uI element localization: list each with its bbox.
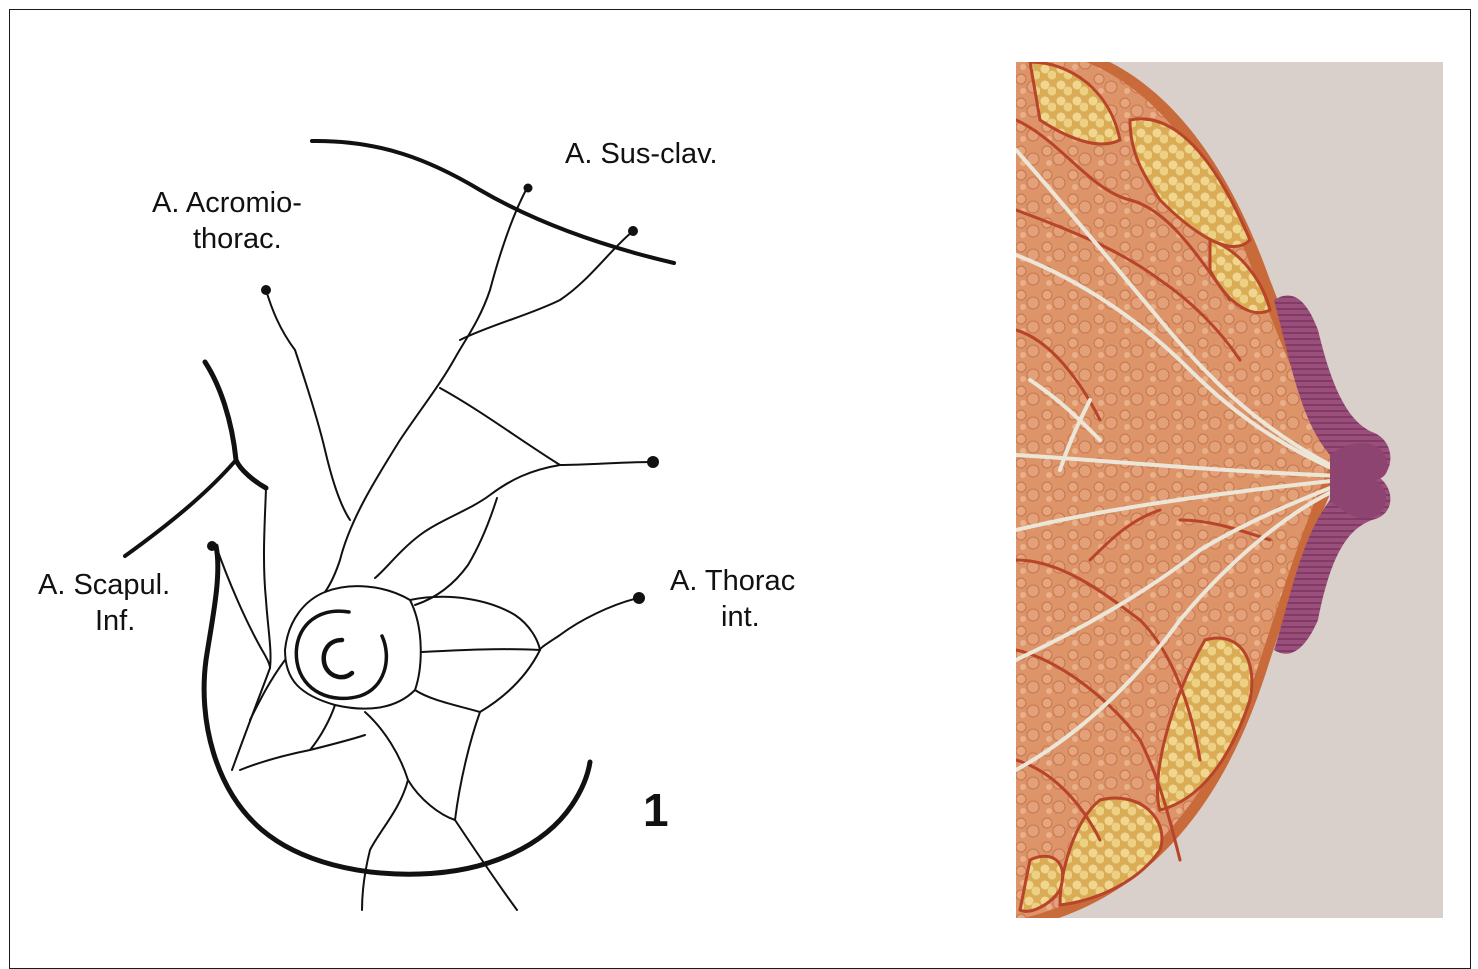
endpoint-dot bbox=[524, 184, 533, 193]
artery-sus-clav-branch bbox=[460, 232, 632, 340]
artery-bottom-2 bbox=[362, 712, 408, 910]
artery-right-3 bbox=[415, 690, 480, 712]
breast-lower-contour bbox=[204, 546, 590, 874]
nipple-ring-outer bbox=[296, 611, 386, 698]
scapular-branch bbox=[125, 460, 236, 556]
label-thorac-line2: int. bbox=[721, 601, 760, 633]
artery-acromio-thorac bbox=[266, 290, 350, 520]
periareolar-ring bbox=[285, 586, 421, 708]
artery-right-2 bbox=[422, 649, 540, 652]
axillary-contour bbox=[205, 362, 266, 488]
endpoint-dot bbox=[261, 285, 271, 295]
label-scapul-line2: Inf. bbox=[95, 605, 135, 637]
breast-illustration bbox=[1016, 40, 1443, 930]
nipple-ring-inner bbox=[324, 640, 352, 677]
label-sus-clav: A. Sus-clav. bbox=[565, 138, 718, 170]
artery-bottom-1 bbox=[240, 705, 335, 770]
artery-connector-1 bbox=[440, 388, 652, 465]
endpoint-dot bbox=[628, 226, 638, 236]
label-thorac-line1: A. Thorac bbox=[670, 565, 795, 597]
label-acromio-line1: A. Acromio- bbox=[152, 187, 302, 219]
artery-left-2 bbox=[216, 546, 270, 668]
artery-middle-1 bbox=[375, 465, 560, 578]
label-scapul-line1: A. Scapul. bbox=[38, 569, 170, 601]
artery-right-1 bbox=[410, 597, 540, 820]
artery-left-1 bbox=[264, 488, 271, 668]
artery-left-4 bbox=[250, 660, 285, 720]
figure-number: 1 bbox=[643, 784, 669, 836]
endpoint-dot bbox=[207, 541, 217, 551]
artery-bottom-3 bbox=[408, 780, 517, 910]
artery-thorac-int bbox=[540, 598, 638, 650]
endpoint-dot bbox=[647, 456, 659, 468]
arterial-schematic bbox=[125, 141, 674, 910]
figure-canvas: A. Sus-clav. A. Acromio- thorac. A. Scap… bbox=[0, 0, 1478, 942]
label-acromio-line2: thorac. bbox=[193, 223, 282, 255]
endpoint-dot bbox=[633, 592, 645, 604]
